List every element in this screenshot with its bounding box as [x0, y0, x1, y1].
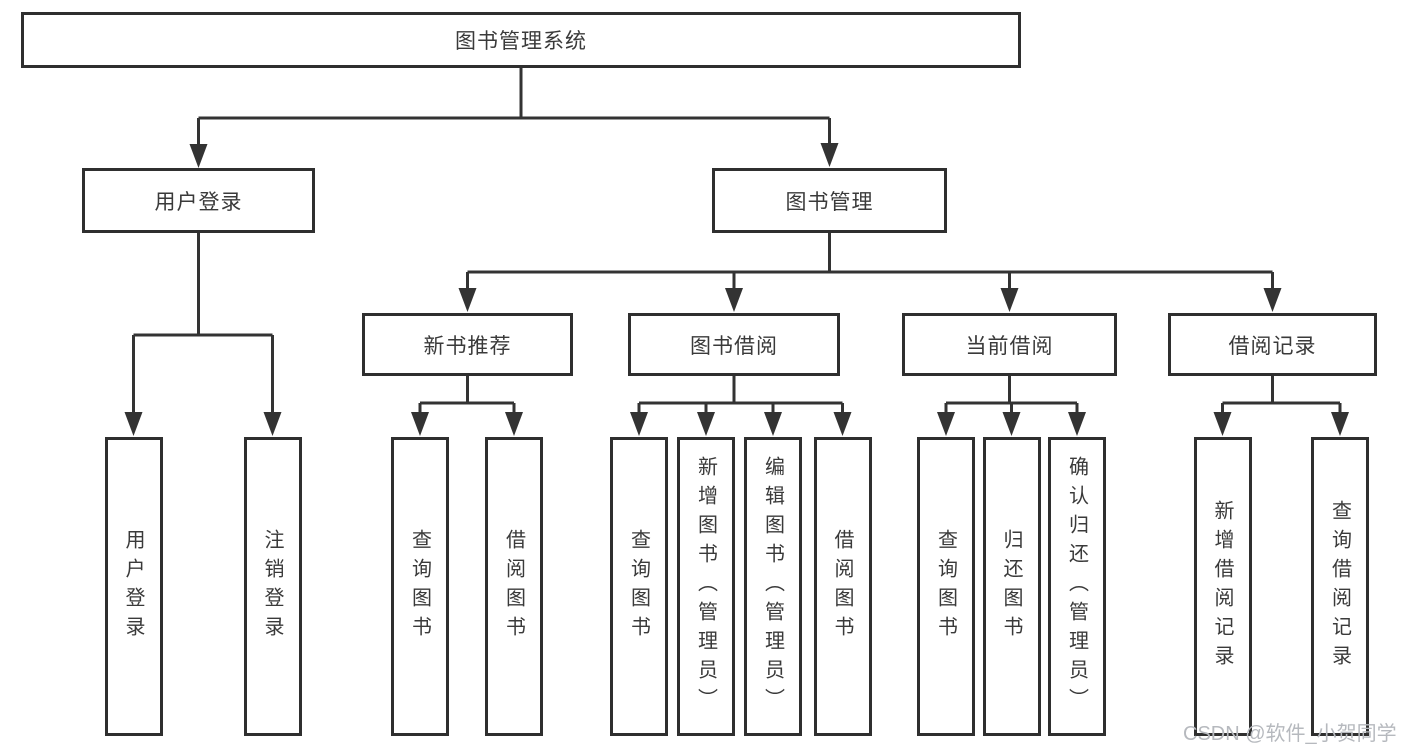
- leaf-label: 注销登录: [261, 528, 283, 645]
- leaf-logout: 注销登录: [243, 437, 302, 736]
- root-node-library-system: 图书管理系统: [21, 12, 1021, 68]
- node-current-borrow: 当前借阅: [902, 313, 1117, 376]
- csdn-watermark: CSDN @软件_小贺同学: [1183, 723, 1397, 745]
- node-borrow-records: 借阅记录: [1168, 313, 1377, 376]
- root-node-label: 图书管理系统: [455, 30, 587, 53]
- leaf-add-borrow-record: 新增借阅记录: [1193, 437, 1252, 736]
- node-new-book-recommend: 新书推荐: [362, 313, 573, 376]
- arrowheads: [124, 143, 1349, 436]
- leaf-add-book-admin: 新增图书（管理员）: [677, 437, 735, 736]
- node-user-login: 用户登录: [82, 168, 315, 233]
- leaf-label: 查询借阅记录: [1328, 499, 1351, 674]
- leaf-label: 编辑图书（管理员）: [761, 456, 784, 717]
- leaf-return-book: 归还图书: [982, 437, 1041, 736]
- leaf-label: 归还图书: [1000, 528, 1022, 645]
- leaf-query-books-3: 查询图书: [917, 437, 975, 736]
- leaf-query-books-2: 查询图书: [610, 437, 668, 736]
- leaf-label: 新增图书（管理员）: [694, 456, 717, 717]
- leaf-query-books-1: 查询图书: [391, 437, 449, 736]
- node-label: 新书推荐: [423, 334, 512, 358]
- leaf-borrow-books-1: 借阅图书: [485, 437, 543, 736]
- leaf-confirm-return-admin: 确认归还（管理员）: [1048, 437, 1106, 736]
- leaf-label: 查询图书: [934, 528, 957, 645]
- node-book-management: 图书管理: [712, 168, 947, 233]
- leaf-label: 借阅图书: [831, 528, 853, 645]
- node-label: 图书管理: [785, 190, 874, 214]
- node-book-borrow: 图书借阅: [628, 313, 840, 376]
- leaf-edit-book-admin: 编辑图书（管理员）: [744, 437, 802, 736]
- node-label: 图书借阅: [690, 334, 778, 358]
- leaf-user-login: 用户登录: [104, 437, 163, 736]
- leaf-borrow-books-2: 借阅图书: [813, 437, 872, 736]
- node-label: 当前借阅: [965, 334, 1054, 358]
- leaf-label: 用户登录: [122, 528, 144, 645]
- leaf-label: 查询图书: [627, 528, 650, 645]
- node-label: 借阅记录: [1228, 334, 1317, 358]
- leaf-label: 新增借阅记录: [1211, 499, 1233, 674]
- leaf-query-borrow-record: 查询借阅记录: [1311, 437, 1369, 736]
- leaf-label: 确认归还（管理员）: [1065, 456, 1088, 717]
- node-label: 用户登录: [154, 190, 243, 214]
- leaf-label: 查询图书: [408, 528, 431, 645]
- leaf-label: 借阅图书: [502, 528, 525, 645]
